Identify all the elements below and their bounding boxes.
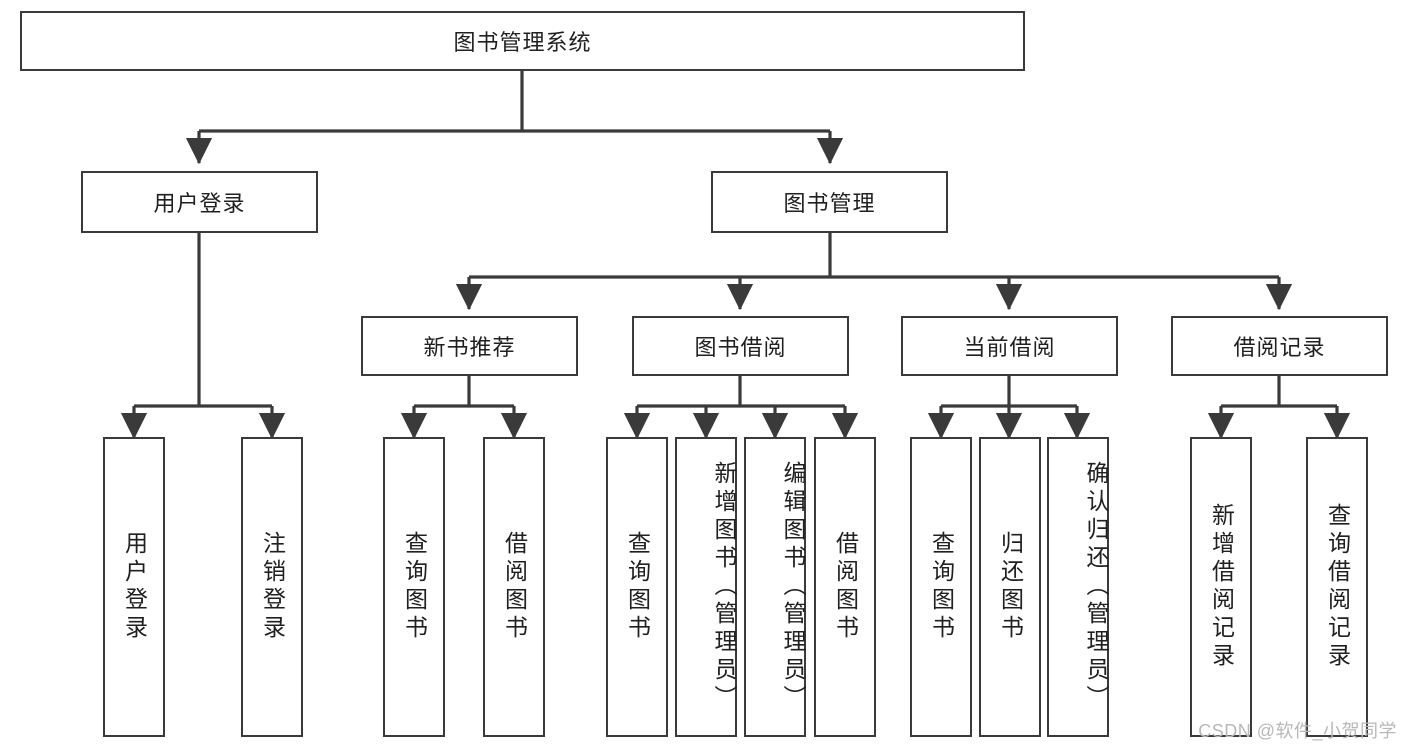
node-leaf-return-book[interactable]: 归还图书 [979, 437, 1041, 737]
node-label: 新增借阅记录 [1208, 503, 1235, 671]
node-label: 借阅图书 [832, 531, 859, 643]
node-label: 借阅图书 [501, 531, 528, 643]
node-label: 新书推荐 [423, 335, 516, 360]
node-leaf-add-record[interactable]: 新增借阅记录 [1190, 437, 1252, 737]
node-label: 查询借阅记录 [1324, 503, 1351, 671]
node-label: 查询图书 [928, 531, 955, 643]
node-label: 查询图书 [624, 531, 651, 643]
node-label: 归还图书 [997, 531, 1024, 643]
node-label: 用户登录 [121, 531, 148, 643]
node-leaf-query-record[interactable]: 查询借阅记录 [1306, 437, 1368, 737]
node-book-borrow[interactable]: 图书借阅 [632, 316, 849, 376]
node-label: 用户登录 [153, 191, 246, 216]
node-leaf-borrow-book-2[interactable]: 借阅图书 [814, 437, 876, 737]
node-user-login[interactable]: 用户登录 [81, 171, 318, 233]
node-label: 注销登录 [259, 531, 286, 643]
node-leaf-user-login[interactable]: 用户登录 [103, 437, 165, 737]
node-label: 确认归还（管理员） [1083, 461, 1109, 713]
node-leaf-user-logout[interactable]: 注销登录 [241, 437, 303, 737]
node-current-borrow[interactable]: 当前借阅 [901, 316, 1118, 376]
node-leaf-confirm-return[interactable]: 确认归还（管理员） [1047, 437, 1109, 737]
node-leaf-query-book-1[interactable]: 查询图书 [383, 437, 445, 737]
node-book-management-system[interactable]: 图书管理系统 [20, 11, 1025, 71]
node-label: 当前借阅 [963, 335, 1056, 360]
node-label: 查询图书 [401, 531, 428, 643]
node-label: 图书借阅 [694, 335, 787, 360]
node-label: 编辑图书（管理员） [780, 461, 806, 713]
node-leaf-query-book-2[interactable]: 查询图书 [606, 437, 668, 737]
node-leaf-add-book[interactable]: 新增图书（管理员） [675, 437, 737, 737]
node-leaf-borrow-book-1[interactable]: 借阅图书 [483, 437, 545, 737]
node-label: 图书管理 [783, 191, 876, 216]
node-book-management[interactable]: 图书管理 [711, 171, 948, 233]
node-new-book-recommend[interactable]: 新书推荐 [361, 316, 578, 376]
node-leaf-query-book-3[interactable]: 查询图书 [910, 437, 972, 737]
node-borrow-record[interactable]: 借阅记录 [1171, 316, 1388, 376]
node-leaf-edit-book[interactable]: 编辑图书（管理员） [744, 437, 806, 737]
node-label: 图书管理系统 [453, 30, 592, 55]
node-label: 借阅记录 [1233, 335, 1326, 360]
node-label: 新增图书（管理员） [711, 461, 737, 713]
watermark: CSDN @软件_小贺同学 [1198, 721, 1397, 741]
